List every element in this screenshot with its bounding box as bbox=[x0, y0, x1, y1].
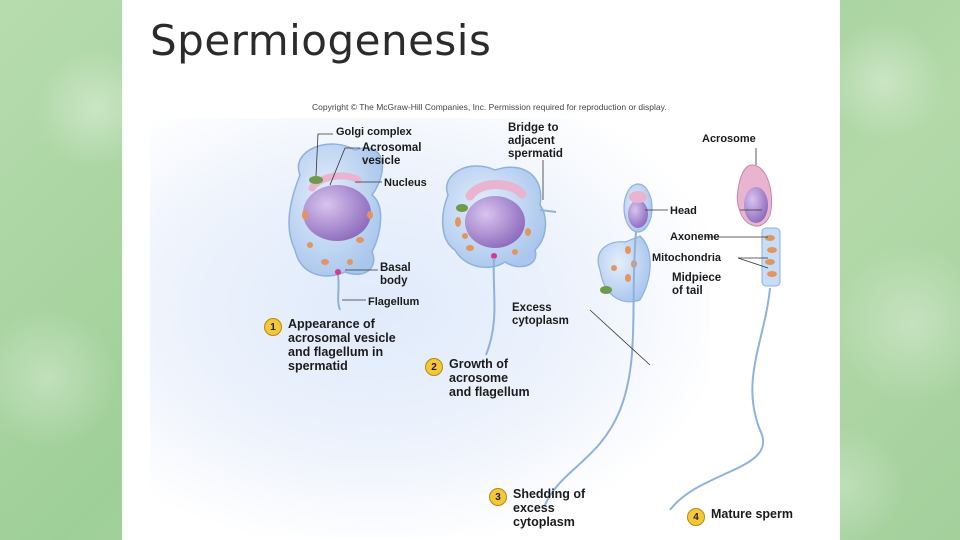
acrosome-2 bbox=[465, 179, 527, 201]
label-acrosomal-vesicle: Acrosomal vesicle bbox=[362, 142, 422, 167]
spermatid-stage-1 bbox=[288, 143, 384, 311]
nucleus-1 bbox=[303, 185, 371, 241]
step-1-text: Appearance of acrosomal vesicle and flag… bbox=[288, 317, 396, 373]
label-flagellum: Flagellum bbox=[368, 296, 420, 308]
label-basal-body: Basal body bbox=[380, 262, 411, 287]
label-mitochondria: Mitochondria bbox=[652, 252, 722, 264]
spermatid-stage-3 bbox=[544, 183, 653, 506]
golgi-1 bbox=[309, 176, 323, 184]
figure-background bbox=[150, 118, 710, 538]
step-4: 4 Mature sperm bbox=[687, 507, 793, 526]
mature-sperm bbox=[669, 164, 781, 511]
label-excess-cytoplasm: Excess cytoplasm bbox=[512, 302, 569, 327]
label-axoneme: Axoneme bbox=[670, 231, 720, 243]
step-number-badge: 2 bbox=[425, 358, 443, 376]
label-golgi-complex: Golgi complex bbox=[336, 126, 412, 138]
label-midpiece: Midpiece of tail bbox=[672, 272, 722, 297]
step-3: 3 Shedding of excess cytoplasm bbox=[489, 487, 585, 529]
copyright-notice: Copyright © The McGraw-Hill Companies, I… bbox=[312, 102, 667, 112]
slide-title: Spermiogenesis bbox=[150, 16, 492, 65]
step-2-text: Growth of acrosome and flagellum bbox=[449, 357, 530, 399]
label-bridge: Bridge to adjacent spermatid bbox=[508, 122, 563, 160]
step-4-text: Mature sperm bbox=[711, 507, 793, 521]
label-nucleus: Nucleus bbox=[384, 177, 427, 189]
step-number-badge: 1 bbox=[264, 318, 282, 336]
spermatid-stage-2 bbox=[441, 165, 557, 356]
mitochondria-1 bbox=[302, 210, 373, 265]
step-number-badge: 3 bbox=[489, 488, 507, 506]
step-number-badge: 4 bbox=[687, 508, 705, 526]
label-acrosome: Acrosome bbox=[702, 133, 756, 145]
step-1: 1 Appearance of acrosomal vesicle and fl… bbox=[264, 317, 396, 373]
nucleus-2 bbox=[465, 196, 525, 248]
step-2: 2 Growth of acrosome and flagellum bbox=[425, 357, 530, 399]
label-head: Head bbox=[670, 205, 697, 217]
leader-lines bbox=[315, 133, 769, 366]
step-3-text: Shedding of excess cytoplasm bbox=[513, 487, 586, 529]
